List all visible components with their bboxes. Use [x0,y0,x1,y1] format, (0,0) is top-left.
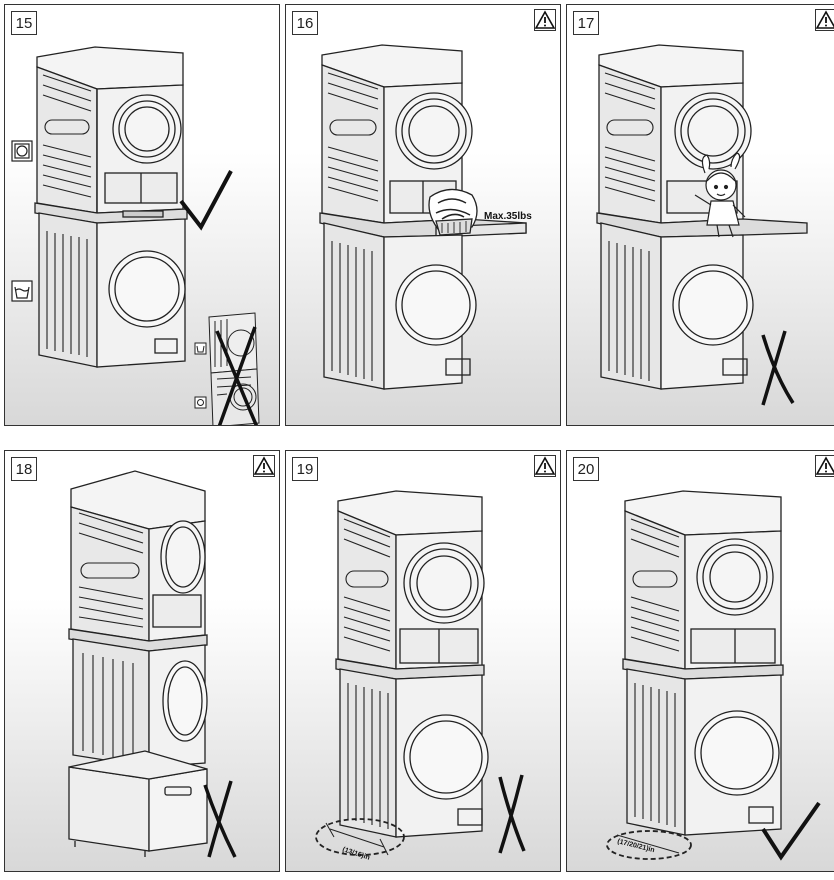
max-weight-label: Max.35lbs [484,211,532,222]
step-number: 16 [292,11,318,35]
stacked-washer-dryer-on-pedestal-illustration [68,470,237,858]
stacked-washer-dryer-illustration: Max.35lbs [319,44,532,390]
step-panel-17: 17 [566,4,834,426]
stacked-washer-dryer-illustration [596,44,808,406]
clearance-label: (13/16)in [341,846,370,861]
cross-mark-icon [203,780,237,858]
child-figure-icon [694,152,746,238]
cross-mark-icon [215,326,259,425]
step-number: 20 [573,457,599,481]
step-panel-18: 18 [4,450,280,872]
warning-triangle-icon [534,9,556,31]
cross-mark-icon [761,330,795,406]
washer-symbol-icon [11,280,33,302]
clearance-ellipse [315,818,405,856]
step-number: 15 [11,11,37,35]
laundry-basket-icon [428,188,478,236]
step-panel-16: 16 [285,4,561,426]
step-panel-19: 19 [285,450,561,872]
step-number: 17 [573,11,599,35]
step-number: 18 [11,457,37,481]
warning-triangle-icon [534,455,556,477]
clearance-ellipse [606,830,692,860]
warning-triangle-icon [253,455,275,477]
stacked-washer-dryer-illustration: (13/16)in [315,490,526,862]
dryer-symbol-icon [11,140,33,162]
warning-triangle-icon [815,455,834,477]
cross-mark-icon [498,774,526,854]
check-mark-icon [179,170,233,231]
warning-triangle-icon [815,9,834,31]
step-number: 19 [292,457,318,481]
stacked-washer-dryer-illustration [11,46,260,425]
step-panel-15: 15 [4,4,280,426]
stacked-washer-dryer-illustration: (17/20/21)in [606,490,821,861]
step-panel-20: 20 [566,450,834,872]
check-mark-icon [761,801,821,861]
